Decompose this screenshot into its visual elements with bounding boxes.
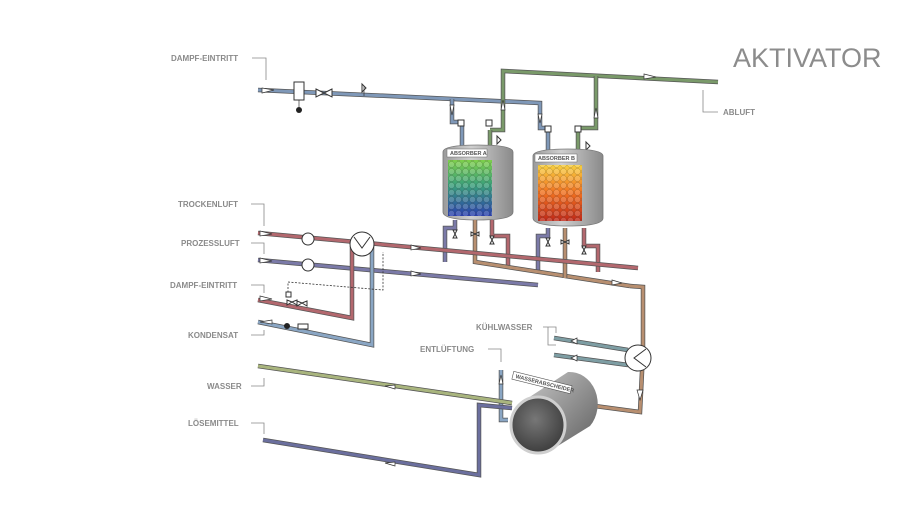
label-kondensat: KONDENSAT	[188, 330, 265, 340]
label-dampf-eintritt-top: DAMPF-EINTRITT	[171, 54, 267, 80]
svg-text:LÖSEMITTEL: LÖSEMITTEL	[188, 419, 239, 428]
label-entlueftung: ENTLÜFTUNG	[420, 345, 502, 362]
steam-inlet-mid-line	[259, 295, 308, 307]
flow-arrow	[259, 319, 273, 325]
steam-trap-icon	[293, 81, 305, 101]
flow-arrow	[537, 113, 543, 124]
fan-icon	[301, 258, 315, 272]
label-dampf-eintritt-mid: DAMPF-EINTRITT	[170, 281, 265, 293]
label-kuehlwasser: KÜHLWASSER	[476, 323, 557, 346]
label-prozessluft: PROZESSLUFT	[181, 239, 265, 254]
solvent-line	[262, 402, 513, 478]
flow-arrow	[259, 257, 273, 264]
valve-icon	[286, 299, 308, 307]
absorber-b-label: ABSORBER B	[538, 156, 575, 162]
svg-text:PROZESSLUFT: PROZESSLUFT	[181, 239, 240, 248]
vent-line	[498, 370, 508, 423]
condensate-line	[259, 319, 309, 330]
flow-arrow	[570, 337, 578, 345]
flow-arrow	[410, 270, 422, 277]
label-abluft: ABLUFT	[702, 90, 755, 117]
heat-exchanger-icon	[349, 231, 375, 257]
flow-arrow	[259, 295, 273, 302]
fan-icon	[301, 232, 315, 246]
svg-text:TROCKENLUFT: TROCKENLUFT	[178, 200, 238, 209]
flow-arrow	[643, 73, 657, 80]
svg-text:ABLUFT: ABLUFT	[723, 108, 755, 117]
water-separator: WASSERABSCHEIDER	[509, 370, 598, 455]
svg-text:KÜHLWASSER: KÜHLWASSER	[476, 323, 533, 332]
flow-arrow	[570, 354, 578, 362]
absorber-a: ABSORBER A	[442, 119, 514, 221]
diagram-title: AKTIVATOR	[733, 43, 882, 73]
cooling-water-lines	[553, 335, 652, 372]
flow-arrow	[636, 389, 644, 402]
absorber-b: ABSORBER B	[532, 125, 604, 227]
cooler-icon	[624, 344, 652, 372]
steam-inlet-line	[257, 81, 548, 131]
flow-arrow	[259, 230, 273, 237]
safety-valve-icon	[361, 82, 367, 96]
svg-text:WASSER: WASSER	[207, 382, 242, 391]
flow-arrow	[498, 374, 504, 385]
flow-arrow	[410, 244, 422, 251]
separator-opening	[509, 395, 567, 455]
air-heater	[257, 231, 384, 348]
flow-arrow	[384, 461, 396, 467]
flow-arrow	[593, 107, 599, 119]
exhaust-line	[490, 68, 719, 133]
svg-text:DAMPF-EINTRITT: DAMPF-EINTRITT	[171, 54, 238, 63]
label-trockenluft: TROCKENLUFT	[178, 200, 265, 226]
svg-text:DAMPF-EINTRITT: DAMPF-EINTRITT	[170, 281, 237, 290]
flow-arrow	[449, 104, 455, 116]
flow-arrow	[500, 99, 506, 111]
flow-arrow	[384, 384, 396, 390]
svg-text:KONDENSAT: KONDENSAT	[188, 331, 238, 340]
flow-arrow	[611, 279, 623, 286]
svg-text:ENTLÜFTUNG: ENTLÜFTUNG	[420, 345, 474, 354]
label-wasser: WASSER	[207, 378, 265, 391]
valve-icon	[322, 88, 333, 98]
process-air-line	[257, 257, 539, 288]
absorber-a-label: ABSORBER A	[450, 151, 487, 157]
dry-air-line	[257, 230, 639, 271]
flow-arrow	[261, 87, 275, 94]
absorber-bottom-piping	[442, 220, 631, 289]
valve-icon	[452, 229, 587, 255]
gauge-icon	[296, 107, 302, 113]
gauge-icon	[284, 323, 290, 329]
water-line	[257, 363, 513, 406]
label-loesemittel: LÖSEMITTEL	[188, 419, 265, 434]
steam-trap-icon	[297, 323, 309, 330]
valve-icon	[315, 88, 326, 98]
